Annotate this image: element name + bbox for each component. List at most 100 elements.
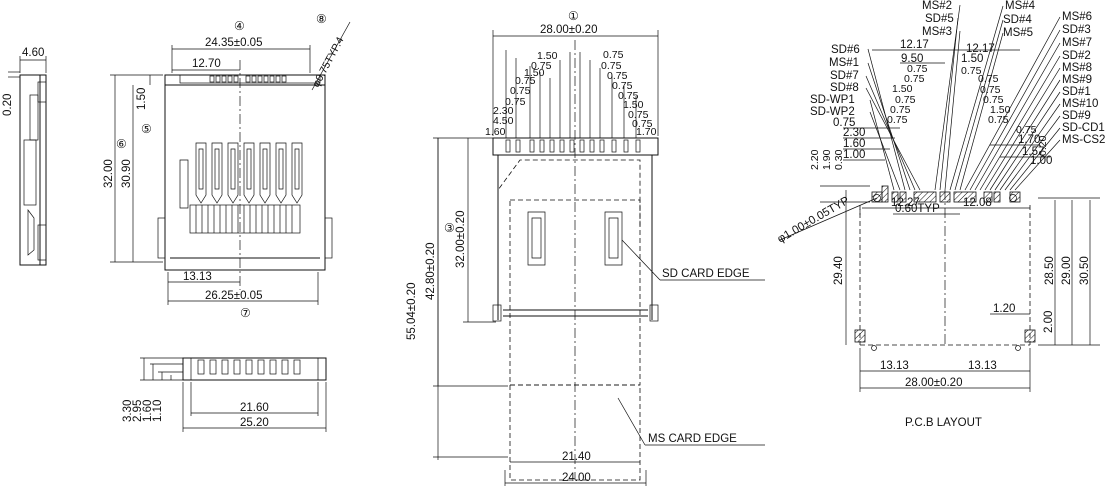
pin-label: MS#3 — [922, 26, 952, 38]
svg-text:0.75: 0.75 — [510, 85, 531, 97]
callout-4: ④ — [234, 19, 245, 33]
svg-text:4.50: 4.50 — [493, 115, 514, 127]
pcb-left-leaders — [865, 4, 1004, 191]
svg-text:0.75: 0.75 — [895, 94, 916, 106]
top-hole-note: φ0.75TYP.4 — [310, 35, 347, 89]
pin-label: SD#1 — [1062, 86, 1091, 98]
front-body — [182, 357, 327, 381]
pin-label: SD#8 — [830, 82, 859, 94]
top-offset-dim: 1.50 — [136, 88, 148, 110]
card-bottom-inner: 21.40 — [562, 451, 591, 463]
pcb-dim-top-left: 12.17 — [900, 39, 929, 51]
top-spring-contacts — [179, 142, 303, 209]
top-height-inner: 30.90 — [121, 159, 133, 188]
svg-text:0.75: 0.75 — [515, 75, 536, 87]
top-contact-teeth — [209, 75, 287, 83]
front-outer-width: 25.20 — [240, 417, 269, 429]
top-bottom-half: 13.13 — [183, 271, 212, 283]
svg-text:2.30: 2.30 — [493, 105, 514, 117]
svg-text:0.75: 0.75 — [603, 49, 624, 61]
pcb-layout: SD#6 MS#1 SD#7 SD#8 SD-WP1 SD-WP2 MS#2 S… — [776, 0, 1106, 429]
svg-text:1.50: 1.50 — [524, 67, 545, 79]
pin-label: MS#5 — [1003, 27, 1033, 39]
callout-5: ⑤ — [141, 122, 152, 136]
top-grid-contacts — [189, 204, 301, 234]
top-inner-width: 12.70 — [192, 58, 221, 70]
side-gap-dim: 0.20 — [2, 94, 14, 116]
svg-text:0.75: 0.75 — [628, 109, 649, 121]
svg-text:0.75: 0.75 — [961, 65, 982, 77]
front-contacts — [197, 359, 301, 375]
card-length-sd: 32.00±0.20 — [455, 211, 467, 268]
pcb-dim-right: 1.00 — [1030, 155, 1052, 167]
svg-text:0.75: 0.75 — [907, 63, 928, 75]
pin-label: MS#10 — [1062, 98, 1098, 110]
pcb-dim-150: 1.50 — [961, 53, 983, 65]
card-header-contacts — [505, 139, 641, 153]
side-body — [19, 74, 47, 266]
front-height-4: 1.10 — [152, 400, 164, 422]
svg-text:0.75: 0.75 — [890, 104, 911, 116]
callout-3: ③ — [444, 221, 455, 235]
card-length-total: 55.04±0.20 — [406, 283, 418, 340]
pin-label: SD#2 — [1062, 50, 1091, 62]
pcb-half-right: 12.08 — [963, 197, 992, 209]
pin-label: MS#4 — [1005, 0, 1036, 12]
top-body — [164, 74, 326, 271]
svg-text:0.75: 0.75 — [904, 73, 925, 85]
svg-text:1.60: 1.60 — [485, 126, 506, 138]
pcb-dim-left: 0.75 — [833, 117, 855, 129]
svg-text:1.50: 1.50 — [990, 104, 1011, 116]
pcb-small-dim: 1.20 — [993, 303, 1015, 315]
pcb-half-left: 12.27 — [891, 197, 920, 209]
svg-text:0.75: 0.75 — [978, 73, 999, 85]
pin-label: SD#7 — [830, 70, 859, 82]
pcb-dim-left: 1.60 — [843, 138, 865, 150]
pcb-layout-title: P.C.B LAYOUT — [905, 417, 982, 429]
callout-7: ⑦ — [240, 306, 251, 320]
sd-card-edge-label: SD CARD EDGE — [662, 268, 750, 280]
pcb-right-leaders — [964, 16, 1061, 191]
pin-label: SD-WP2 — [810, 106, 855, 118]
pcb-right-height: 29.00 — [1061, 256, 1073, 285]
svg-text:0.75: 0.75 — [607, 70, 628, 82]
pin-label: MS#9 — [1062, 74, 1092, 86]
card-top-width: 28.00±0.20 — [540, 24, 597, 36]
callout-6: ⑥ — [116, 137, 127, 151]
top-bottom-width: 26.25±0.05 — [205, 290, 262, 302]
pcb-dim-left: 2.30 — [843, 127, 865, 139]
top-view: 24.35±0.05 ④ 12.70 1.50 ⑤ 32.00 30.90 ⑥ … — [103, 12, 351, 320]
card-view: ① 28.00±0.20 1.50 0.75 0.75 0.75 1.50 0.… — [406, 9, 765, 486]
pin-label: MS-CS2 — [1062, 134, 1105, 146]
svg-text:0.75: 0.75 — [632, 118, 653, 130]
pin-label: SD#3 — [1062, 24, 1091, 36]
pin-label: MS#2 — [922, 0, 952, 12]
pcb-dim-950: 9.50 — [901, 53, 923, 65]
pin-label: SD#5 — [925, 13, 954, 25]
ms-card-edge-label: MS CARD EDGE — [648, 433, 737, 445]
card-bottom-outer: 24.00 — [562, 472, 591, 484]
pcb-pad-row — [871, 185, 1021, 203]
pcb-dim-right: 1.70 — [1018, 134, 1040, 146]
svg-text:0.75: 0.75 — [988, 114, 1009, 126]
pin-label: MS#8 — [1062, 62, 1092, 74]
side-width-dim: 4.60 — [22, 47, 44, 59]
top-overall-width: 24.35±0.05 — [205, 37, 262, 49]
pcb-vert-small: 1.90 — [821, 149, 833, 170]
pcb-hole-note: φ1.00±0.05TYP — [776, 195, 852, 246]
svg-text:0.75: 0.75 — [531, 60, 552, 72]
pcb-pad-width: 0.60TYP — [895, 203, 940, 215]
front-height-1: 3.30 — [122, 400, 134, 422]
sd-card-outline — [497, 159, 641, 228]
pcb-inner-pitch-dims: 0.75 0.75 0.75 0.75 1.50 0.75 0.75 0.75 … — [887, 63, 1037, 136]
pin-label: MS#6 — [1062, 11, 1092, 23]
pcb-dim-right: 1.57 — [1022, 146, 1044, 158]
front-view: 3.30 2.95 1.60 1.10 21.60 25.20 — [122, 357, 327, 432]
svg-text:0.75: 0.75 — [601, 60, 622, 72]
svg-text:0.75: 0.75 — [980, 84, 1001, 96]
top-height-outer: 32.00 — [103, 159, 115, 188]
card-header — [492, 137, 659, 156]
pin-label: SD#4 — [1003, 14, 1032, 26]
pin-label: SD-WP1 — [810, 94, 855, 106]
